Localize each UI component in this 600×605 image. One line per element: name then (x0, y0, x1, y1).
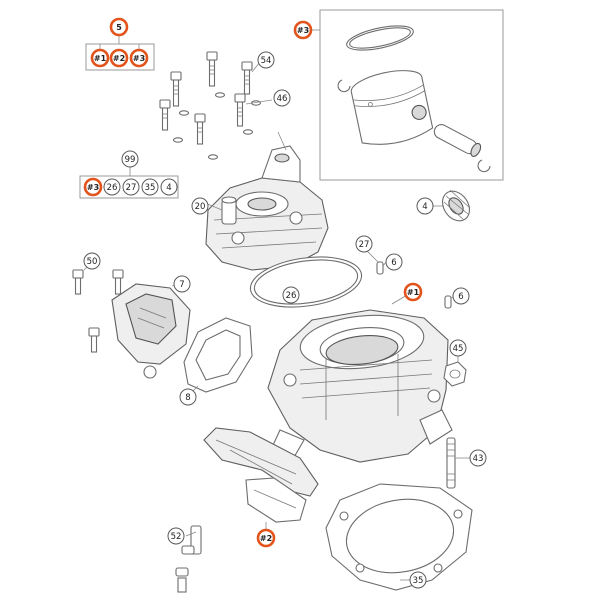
svg-text:20: 20 (195, 202, 206, 212)
callout-99-sub-3[interactable]: 27 (122, 178, 140, 196)
callout-50[interactable]: 50 (83, 252, 101, 270)
callout-99-sub-2[interactable]: 26 (103, 178, 121, 196)
valve-bolt (175, 525, 202, 593)
callout-20[interactable]: 20 (191, 197, 209, 215)
piston-kit-box (310, 9, 504, 181)
exhaust-valve (203, 427, 319, 530)
svg-text:#1: #1 (407, 288, 420, 297)
cylinder (267, 291, 453, 465)
svg-text:#1: #1 (94, 54, 107, 63)
svg-text:54: 54 (261, 56, 272, 66)
callout-99-sub-4[interactable]: 35 (141, 178, 159, 196)
svg-text:52: 52 (171, 532, 182, 542)
reed-cover (111, 283, 191, 379)
callout-5-sub-3[interactable]: #3 (129, 48, 149, 68)
svg-text:99: 99 (125, 155, 136, 165)
svg-text:4: 4 (422, 202, 427, 212)
svg-text:4: 4 (166, 183, 171, 193)
cylinder-head (204, 131, 329, 271)
svg-text:6: 6 (391, 258, 396, 268)
callout-99[interactable]: 99 (121, 150, 139, 168)
callout-43[interactable]: 43 (469, 449, 487, 467)
callout-1-cylinder[interactable]: #1 (403, 282, 423, 302)
svg-text:50: 50 (87, 257, 98, 267)
svg-text:35: 35 (145, 183, 156, 193)
kit-99-group (79, 166, 179, 199)
callout-6-b[interactable]: 6 (452, 287, 470, 305)
svg-text:6: 6 (458, 292, 463, 302)
callout-54[interactable]: 54 (257, 51, 275, 69)
nut (443, 356, 467, 387)
svg-text:#3: #3 (297, 26, 309, 35)
callout-5-sub-2[interactable]: #2 (109, 48, 129, 68)
callout-26[interactable]: 26 (282, 286, 300, 304)
callout-27[interactable]: 27 (355, 235, 373, 253)
callout-2-valve[interactable]: #2 (256, 528, 276, 548)
reed-bolts (72, 261, 124, 353)
callout-5-sub-1[interactable]: #1 (90, 48, 110, 68)
svg-text:45: 45 (453, 344, 464, 354)
svg-text:#3: #3 (133, 54, 145, 63)
callout-46[interactable]: 46 (273, 89, 291, 107)
reed-gasket (183, 317, 253, 393)
svg-text:#2: #2 (260, 534, 272, 543)
callout-7[interactable]: 7 (173, 275, 191, 293)
head-gasket-ring (249, 256, 363, 308)
callout-5[interactable]: 5 (109, 17, 129, 37)
svg-text:7: 7 (179, 280, 184, 290)
svg-text:26: 26 (286, 291, 297, 301)
svg-text:8: 8 (185, 393, 190, 403)
callout-6-a[interactable]: 6 (385, 253, 403, 271)
needle-bearing (433, 189, 471, 222)
svg-text:46: 46 (277, 94, 288, 104)
svg-text:5: 5 (116, 23, 122, 32)
svg-text:27: 27 (359, 240, 370, 250)
callout-52[interactable]: 52 (167, 527, 185, 545)
callout-8[interactable]: 8 (179, 388, 197, 406)
callout-4[interactable]: 4 (416, 197, 434, 215)
callout-3-piston[interactable]: #3 (293, 20, 313, 40)
svg-text:26: 26 (107, 183, 118, 193)
svg-text:#2: #2 (113, 54, 125, 63)
stud (446, 437, 470, 489)
base-gasket (325, 483, 473, 591)
callout-99-sub-1[interactable]: #3 (83, 177, 103, 197)
svg-text:35: 35 (413, 576, 424, 586)
callout-99-sub-5[interactable]: 4 (160, 178, 178, 196)
svg-text:#3: #3 (87, 183, 99, 192)
svg-text:27: 27 (126, 183, 137, 193)
callout-45[interactable]: 45 (449, 339, 467, 357)
head-bolts (159, 51, 273, 160)
callout-35[interactable]: 35 (409, 571, 427, 589)
svg-text:43: 43 (473, 454, 484, 464)
